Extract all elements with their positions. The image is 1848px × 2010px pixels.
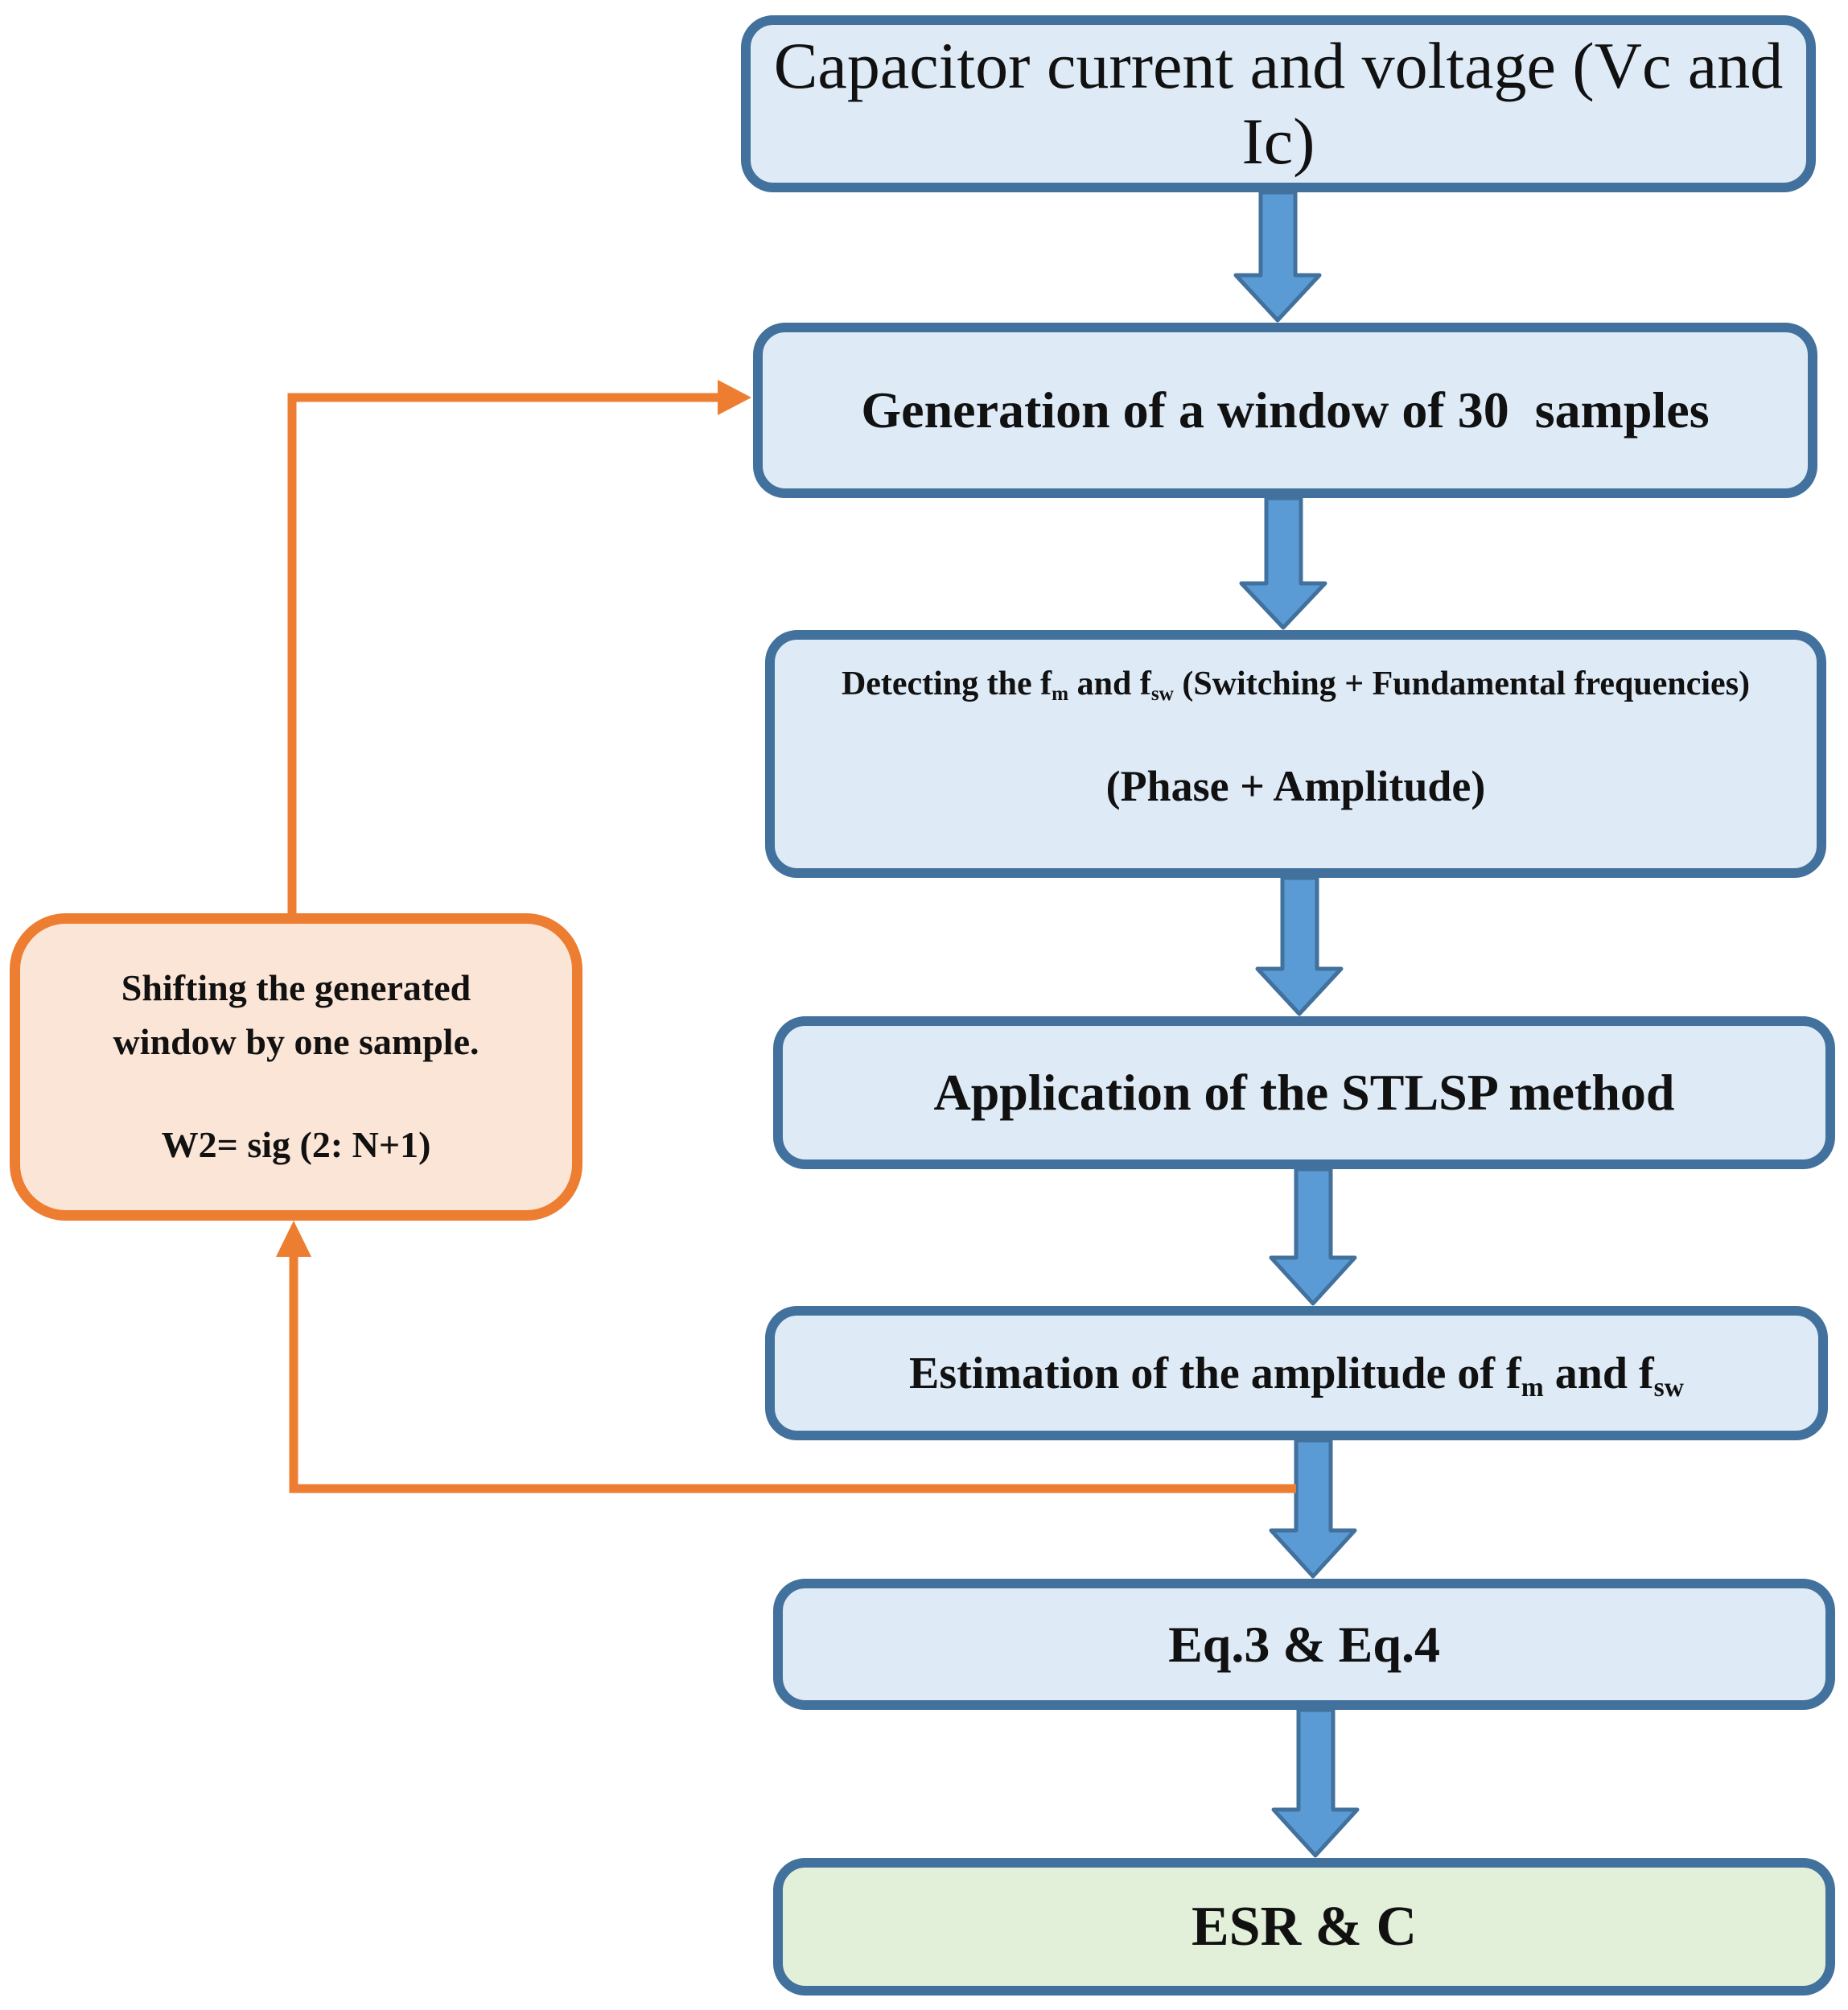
flow-arrow-3-to-4 <box>1255 875 1344 1016</box>
step-amplitude-estimation: Estimation of the amplitude of fm and fs… <box>765 1306 1828 1440</box>
step-equations: Eq.3 & Eq.4 <box>773 1579 1835 1710</box>
subscript-m: m <box>1052 683 1069 706</box>
step-result-esr-c: ESR & C <box>773 1858 1835 1996</box>
loop-line-2: window by one sample. <box>113 1020 479 1062</box>
detect-text-a: Detecting the f <box>841 665 1052 702</box>
step-capacitor-signals-label: Capacitor current and voltage (Vc and Ic… <box>773 29 1784 178</box>
feedback-line-to-window <box>287 393 722 913</box>
estimate-text-a: Estimation of the amplitude of f <box>909 1348 1521 1398</box>
step-frequency-detection: Detecting the fm and fsw (Switching + Fu… <box>765 630 1826 878</box>
subscript-sw: sw <box>1653 1372 1684 1402</box>
step-window-generation: Generation of a window of 30 samples <box>753 323 1817 498</box>
feedback-line-to-loop <box>289 1255 1296 1493</box>
loop-line-1: Shifting the generated <box>121 966 471 1008</box>
step-stlsp-method-label: Application of the STLSP method <box>933 1064 1675 1121</box>
subscript-m: m <box>1521 1372 1544 1402</box>
flow-arrow-1-to-2 <box>1233 190 1322 323</box>
detect-text-b: and f <box>1068 665 1151 702</box>
step-frequency-detection-line1: Detecting the fm and fsw (Switching + Fu… <box>841 665 1751 706</box>
flow-arrow-6-to-7 <box>1271 1707 1360 1858</box>
flow-arrow-4-to-5 <box>1269 1167 1357 1306</box>
step-window-generation-label: Generation of a window of 30 samples <box>861 381 1710 439</box>
step-stlsp-method: Application of the STLSP method <box>773 1016 1835 1169</box>
loop-window-shift: Shifting the generated window by one sam… <box>10 913 582 1221</box>
step-equations-label: Eq.3 & Eq.4 <box>1168 1615 1440 1673</box>
step-capacitor-signals: Capacitor current and voltage (Vc and Ic… <box>741 15 1816 192</box>
step-amplitude-estimation-label: Estimation of the amplitude of fm and fs… <box>909 1348 1684 1402</box>
detect-text-c: (Switching + Fundamental frequencies) <box>1173 665 1751 702</box>
feedback-arrowhead-right <box>718 380 751 415</box>
loop-line-3: W2= sig (2: N+1) <box>161 1124 431 1166</box>
subscript-sw: sw <box>1150 683 1174 706</box>
flow-arrow-5-to-6 <box>1269 1438 1357 1579</box>
step-result-esr-c-label: ESR & C <box>1191 1895 1418 1958</box>
step-frequency-detection-line2: (Phase + Amplitude) <box>1105 762 1486 811</box>
feedback-arrowhead-up <box>276 1221 311 1257</box>
flow-arrow-2-to-3 <box>1239 496 1327 630</box>
estimate-text-b: and f <box>1543 1348 1654 1398</box>
